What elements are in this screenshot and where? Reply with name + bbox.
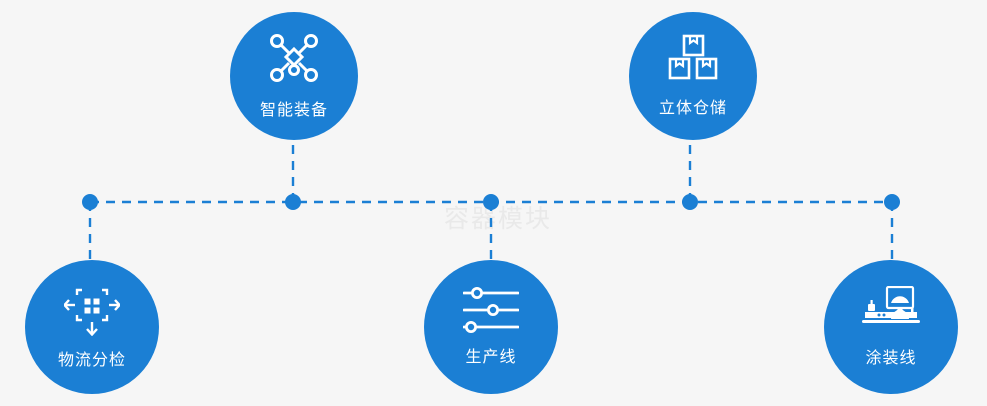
junction-dot-painting bbox=[884, 194, 900, 210]
network-nodes-icon bbox=[268, 32, 320, 84]
watermark-text: 容器模块 bbox=[443, 204, 552, 233]
junction-dot-warehouse bbox=[682, 194, 698, 210]
node-label-stereo-warehouse: 立体仓储 bbox=[658, 98, 727, 117]
node-label-painting-line: 涂装线 bbox=[865, 348, 917, 367]
stacked-boxes-icon bbox=[667, 34, 719, 82]
junction-dot-sorting bbox=[82, 194, 98, 210]
node-logistics-sorting[interactable]: 物流分检 bbox=[25, 260, 159, 394]
node-painting-line[interactable]: 涂装线 bbox=[824, 260, 958, 394]
node-label-smart-equipment: 智能装备 bbox=[259, 100, 328, 119]
junction-dot-smart bbox=[285, 194, 301, 210]
node-stereo-warehouse[interactable]: 立体仓储 bbox=[629, 12, 757, 140]
node-smart-equipment[interactable]: 智能装备 bbox=[230, 12, 358, 140]
node-label-production-line: 生产线 bbox=[465, 347, 517, 366]
node-production-line[interactable]: 生产线 bbox=[424, 260, 558, 394]
factory-machine-icon bbox=[861, 285, 921, 334]
sliders-icon bbox=[462, 287, 520, 334]
node-label-logistics-sorting: 物流分检 bbox=[57, 350, 126, 369]
sorting-arrows-icon bbox=[62, 284, 122, 337]
